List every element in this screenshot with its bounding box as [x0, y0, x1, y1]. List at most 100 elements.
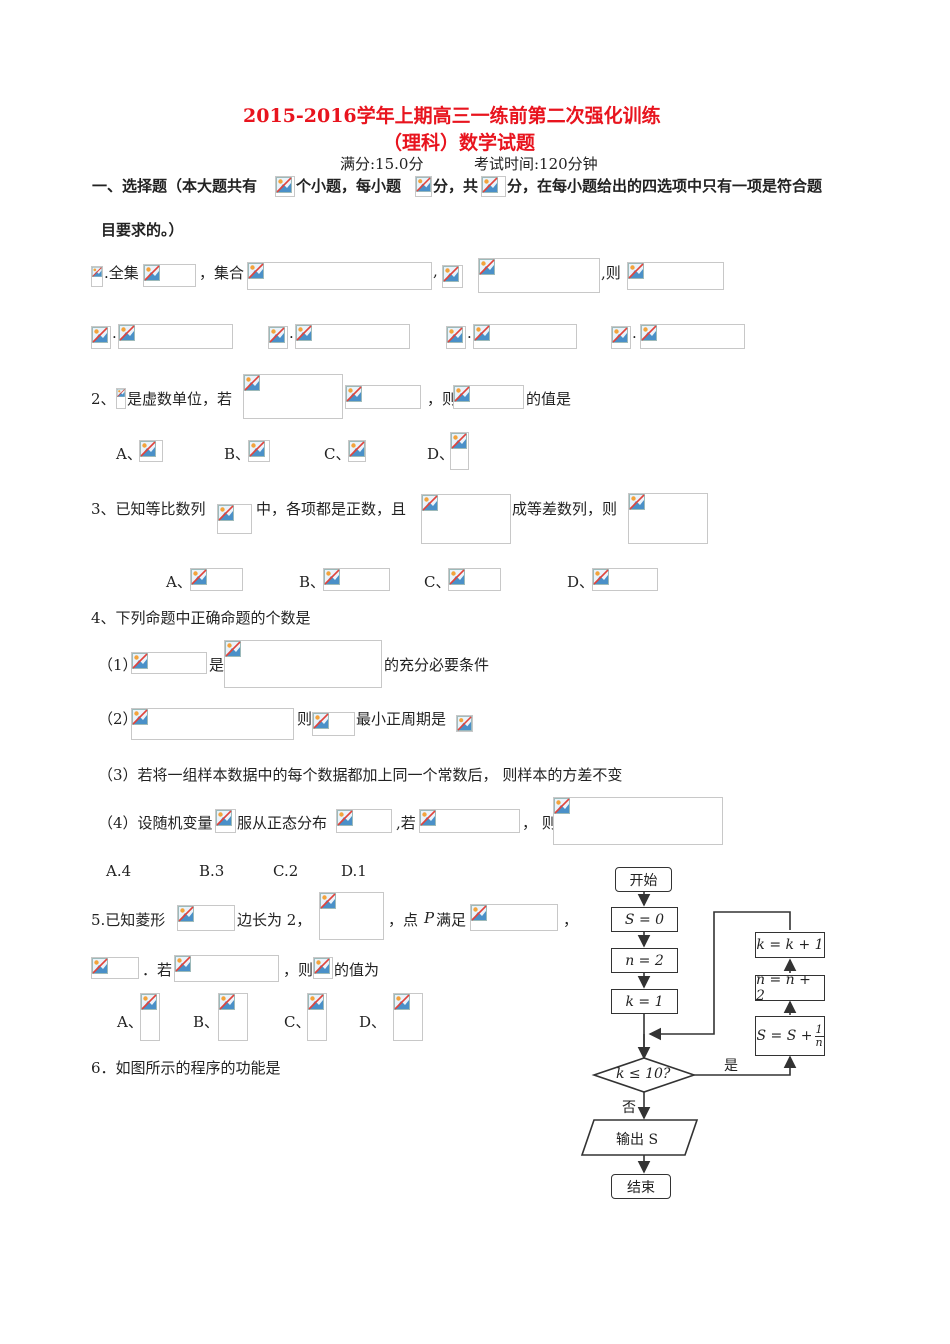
q1-text-b: ，集合 [199, 264, 245, 282]
formula-image [275, 176, 295, 197]
broken-image-icon [479, 259, 495, 275]
formula-image [611, 326, 631, 349]
broken-image-icon [117, 389, 125, 397]
q1-option-dot: . [467, 324, 472, 342]
q5-text-g: ，则 [283, 961, 314, 979]
broken-image-icon [144, 265, 160, 281]
broken-image-icon [457, 716, 472, 731]
q4-p1-text-b: 的充分必要条件 [384, 656, 490, 674]
formula-image [553, 797, 723, 845]
broken-image-icon [593, 569, 609, 585]
broken-image-icon [482, 177, 498, 193]
flowchart-init-s: S = 0 [611, 907, 678, 932]
broken-image-icon [216, 810, 232, 826]
q5-text-b: 边长为 2， [237, 911, 312, 929]
broken-image-icon [248, 263, 264, 279]
broken-image-icon [443, 266, 459, 282]
flowchart-s-update: S = S + 1 n [755, 1016, 825, 1056]
q4-p4-text-c: ， 则 [522, 814, 557, 832]
formula-image [307, 993, 327, 1041]
q3-text-b: 中，各项都是正数，且 [256, 500, 407, 518]
formula-image [453, 385, 524, 409]
formula-image [481, 176, 506, 197]
broken-image-icon [449, 569, 465, 585]
broken-image-icon [141, 994, 157, 1010]
formula-image [313, 957, 333, 979]
q5-text-h: 的值为 [334, 961, 380, 979]
formula-image [295, 324, 410, 349]
q5-option-d-label: D、 [359, 1013, 387, 1031]
formula-image [118, 324, 233, 349]
q4-p2-text-a: 则 [297, 710, 313, 728]
broken-image-icon [420, 810, 436, 826]
q2-text-a: 2、 [91, 390, 116, 408]
flowchart-n-increment: n = n + 2 [755, 972, 825, 1004]
formula-image [415, 176, 432, 197]
formula-image [312, 712, 355, 736]
formula-image [91, 957, 139, 979]
broken-image-icon [349, 441, 365, 457]
broken-image-icon [394, 994, 410, 1010]
formula-image [419, 809, 520, 833]
q4-p4-text-a: 服从正态分布 [237, 814, 328, 832]
title-line-1: 2015-2016学年上期高三一练前第二次强化训练 [243, 105, 661, 127]
flowchart-init-k: k = 1 [611, 989, 678, 1014]
broken-image-icon [308, 994, 324, 1010]
section-heading-e: 目要求的。） [101, 221, 184, 239]
q5-point-p: P [424, 909, 435, 927]
q1-option-dot: . [632, 324, 637, 342]
formula-image [174, 955, 279, 982]
formula-image [139, 440, 163, 462]
section-heading-b: 个小题，每小题 [296, 177, 402, 195]
q5-text-c: ，点 [388, 911, 419, 929]
broken-image-icon [219, 994, 235, 1010]
q3-option-d-label: D、 [567, 573, 595, 591]
formula-image [348, 440, 366, 462]
formula-image [248, 440, 270, 462]
section-heading-c: 分，共 [433, 177, 479, 195]
formula-image [190, 568, 243, 591]
broken-image-icon [191, 569, 207, 585]
section-heading-d: 分，在每小题给出的四选项中只有一项是符合题 [507, 177, 823, 195]
formula-image [243, 374, 343, 419]
formula-image [446, 326, 466, 349]
broken-image-icon [314, 958, 330, 974]
formula-image [627, 262, 724, 290]
formula-image [177, 905, 235, 931]
formula-image [421, 494, 511, 544]
formula-image [116, 388, 126, 409]
q5-option-a-label: A、 [117, 1013, 143, 1031]
q5-option-b-label: B、 [193, 1013, 220, 1031]
section-heading-a: 一、选择题（本大题共有 [92, 177, 258, 195]
broken-image-icon [416, 177, 431, 192]
formula-image [218, 993, 248, 1041]
q2-option-a-label: A、 [116, 445, 142, 463]
broken-image-icon [119, 325, 135, 341]
q4-p4-text-b: ,若 [396, 814, 416, 832]
flowchart-fraction-denominator: n [815, 1035, 823, 1049]
broken-image-icon [276, 177, 292, 193]
broken-image-icon [320, 893, 336, 909]
formula-image [345, 385, 421, 409]
score-info: 满分:15.0分 [340, 155, 424, 173]
formula-image [224, 640, 382, 688]
formula-image [640, 324, 745, 349]
q4-p2-text-b: 最小正周期是 [356, 710, 447, 728]
q1-text-a: .全集 [104, 264, 139, 282]
q4-option-b: B.3 [199, 862, 225, 880]
formula-image [91, 326, 111, 349]
broken-image-icon [629, 494, 645, 510]
broken-image-icon [92, 327, 108, 343]
q5-text-d: 满足 [436, 911, 467, 929]
flowchart-no-label: 否 [622, 1100, 636, 1116]
flowchart-end: 结束 [611, 1174, 671, 1199]
q1-text-c: , [433, 262, 438, 280]
broken-image-icon [324, 569, 340, 585]
broken-image-icon [178, 906, 194, 922]
flowchart-init-n: n = 2 [611, 948, 678, 973]
formula-image [140, 993, 160, 1041]
q4-p1-text-a: 是 [209, 656, 225, 674]
broken-image-icon [337, 810, 353, 826]
formula-image [628, 493, 708, 544]
formula-image [470, 904, 558, 931]
